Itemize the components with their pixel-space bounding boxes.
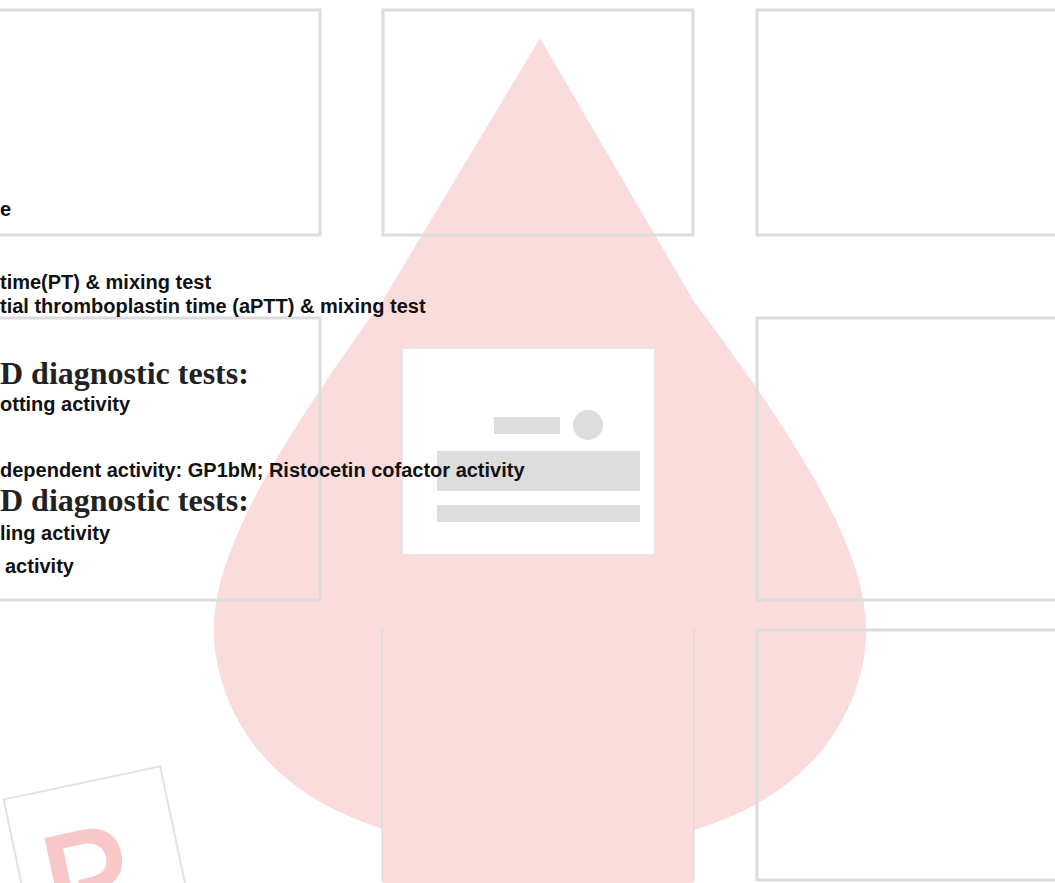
tilted-logo — [4, 766, 194, 883]
placeholder-dot — [573, 410, 603, 440]
placeholder-bar — [437, 505, 640, 522]
section-heading: D diagnostic tests: — [0, 354, 249, 392]
test-item: tial thromboplastin time (aPTT) & mixing… — [0, 294, 426, 318]
image-placeholder — [402, 348, 655, 555]
text-fragment: e — [0, 197, 11, 221]
test-item: dependent activity: GP1bM; Ristocetin co… — [0, 458, 525, 482]
test-item: time(PT) & mixing test — [0, 270, 211, 294]
test-item: activity — [5, 554, 74, 578]
section-heading: D diagnostic tests: — [0, 481, 249, 519]
test-item: otting activity — [0, 392, 130, 416]
placeholder-bar — [494, 417, 560, 434]
pink-column — [383, 318, 693, 883]
test-item: ling activity — [0, 521, 110, 545]
